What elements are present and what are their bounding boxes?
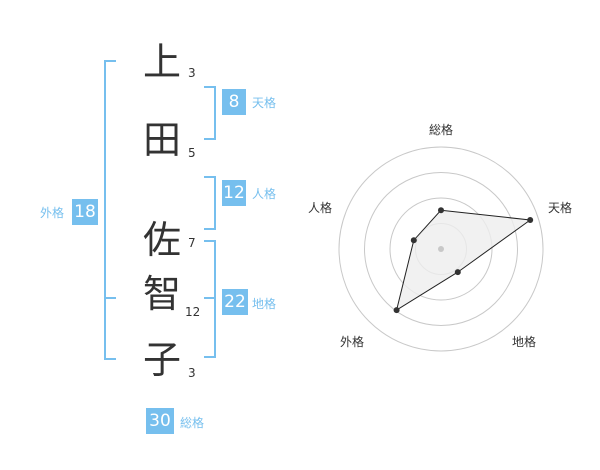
radar-axis-label-jinkaku: 人格 <box>308 200 332 215</box>
stroke-count-4: 12 <box>185 305 201 319</box>
radar-points <box>393 207 534 314</box>
radar-ring <box>389 197 493 301</box>
jinkaku-score: 12 <box>222 180 246 206</box>
soukaku-score: 30 <box>146 408 174 434</box>
radar-point <box>454 269 461 276</box>
chikaku-bracket-tick <box>204 297 214 299</box>
surname-given-divider-tick <box>104 297 116 299</box>
gaikaku-label: 外格 <box>40 206 65 220</box>
tenkaku-bracket <box>204 86 216 140</box>
radar-axis-label-soukaku: 総格 <box>429 122 453 137</box>
radar-point <box>410 237 417 244</box>
chikaku-bracket <box>204 240 216 358</box>
radar-ring <box>364 172 518 326</box>
stroke-count-2: 5 <box>188 146 196 160</box>
gaikaku-bracket <box>104 60 116 360</box>
radar-center-dot <box>438 246 444 252</box>
gaikaku-score: 18 <box>72 199 98 225</box>
jinkaku-bracket <box>204 176 216 230</box>
radar-axis-label-tenkaku: 天格 <box>548 200 572 215</box>
chikaku-label: 地格 <box>252 297 277 311</box>
name-char-1: 上 <box>142 40 181 84</box>
stroke-count-3: 7 <box>188 236 196 250</box>
chikaku-score: 22 <box>222 289 248 315</box>
name-char-5: 子 <box>142 338 181 382</box>
name-char-4: 智 <box>142 272 181 316</box>
tenkaku-score: 8 <box>222 89 246 115</box>
radar-point <box>527 217 534 223</box>
radar-axis-label-chikaku: 地格 <box>512 334 536 349</box>
stroke-count-1: 3 <box>188 66 196 80</box>
jinkaku-label: 人格 <box>252 187 277 201</box>
name-char-3: 佐 <box>142 218 181 262</box>
tenkaku-label: 天格 <box>252 96 277 110</box>
soukaku-label: 総格 <box>180 416 205 430</box>
radar-point <box>438 207 444 214</box>
name-char-2: 田 <box>142 118 181 162</box>
radar-ring <box>338 146 544 352</box>
radar-axis-label-gaikaku: 外格 <box>340 334 364 349</box>
radar-rings <box>338 146 544 352</box>
stroke-count-5: 3 <box>188 366 196 380</box>
radar-area <box>395 209 532 312</box>
radar-point <box>393 307 400 314</box>
